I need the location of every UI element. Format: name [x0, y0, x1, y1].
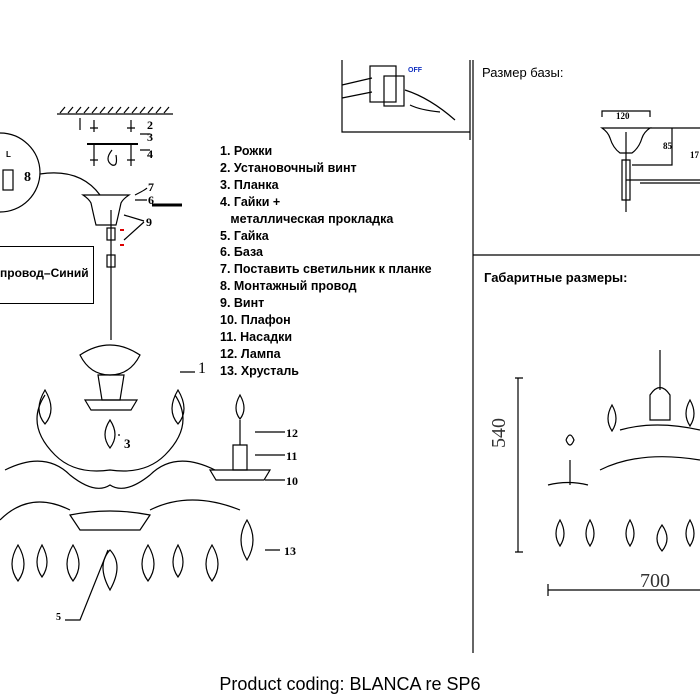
legend-item: металлическая прокладка — [220, 211, 394, 226]
callout-11: 11 — [286, 449, 298, 463]
parts-legend: 1. Рожки 2. Установочный винт 3. Планка … — [220, 143, 432, 380]
legend-item: 10. Плафон — [220, 313, 291, 328]
callout-6: 6 — [148, 193, 154, 207]
callout-5: 5 — [56, 612, 61, 623]
legend-item: 4. Гайки + — [220, 194, 281, 209]
legend-item: 2. Установочный винт — [220, 160, 357, 175]
callout-3b: 3 — [124, 436, 131, 451]
legend-item: 6. База — [220, 245, 263, 260]
callout-12: 12 — [286, 426, 298, 440]
overall-dimensions-drawing — [515, 350, 700, 596]
base-height-total: 17 — [690, 150, 699, 160]
base-height-inner: 85 — [663, 141, 672, 151]
power-off-illustration — [341, 60, 471, 140]
base-size-title: Размер базы: — [482, 65, 564, 80]
width-dimension: 700 — [640, 570, 670, 592]
overall-dimensions-title: Габаритные размеры: — [484, 270, 628, 285]
callout-10: 10 — [286, 474, 298, 488]
wire-color-label: провод–Синий — [0, 266, 89, 280]
wire-color-box — [0, 246, 94, 304]
chandelier-drawing — [0, 194, 272, 562]
callout-13: 13 — [284, 544, 296, 558]
callout-9: 9 — [146, 215, 152, 229]
product-coding: Product coding: BLANCA re SP6 — [219, 674, 481, 694]
legend-item: 1. Рожки — [220, 144, 273, 158]
ceiling-mount — [57, 106, 173, 166]
callout-7: 7 — [148, 180, 154, 194]
crystal-drops — [11, 388, 219, 592]
callout-4: 4 — [147, 147, 153, 161]
legend-item: 5. Гайка — [220, 228, 269, 243]
terminal-label: L — [6, 150, 11, 159]
legend-item: 8. Монтажный провод — [220, 279, 357, 294]
base-width: 120 — [616, 111, 630, 121]
callout-2: 2 — [147, 118, 153, 132]
legend-item: 7. Поставить светильник к планке — [220, 262, 432, 277]
callout-1: 1 — [198, 360, 206, 377]
legend-item: 9. Винт — [220, 296, 265, 311]
callout-leaders — [65, 133, 285, 621]
height-dimension: 540 — [488, 418, 510, 448]
legend-item: 12. Лампа — [220, 346, 281, 361]
base-size-drawing — [600, 110, 700, 212]
off-label: OFF — [408, 67, 422, 74]
wiring-detail — [0, 132, 101, 213]
callout-8: 8 — [24, 170, 31, 185]
legend-item: 3. Планка — [220, 177, 279, 192]
legend-item: 13. Хрусталь — [220, 363, 299, 378]
legend-item: 11. Насадки — [220, 329, 293, 344]
callout-3: 3 — [147, 130, 153, 144]
